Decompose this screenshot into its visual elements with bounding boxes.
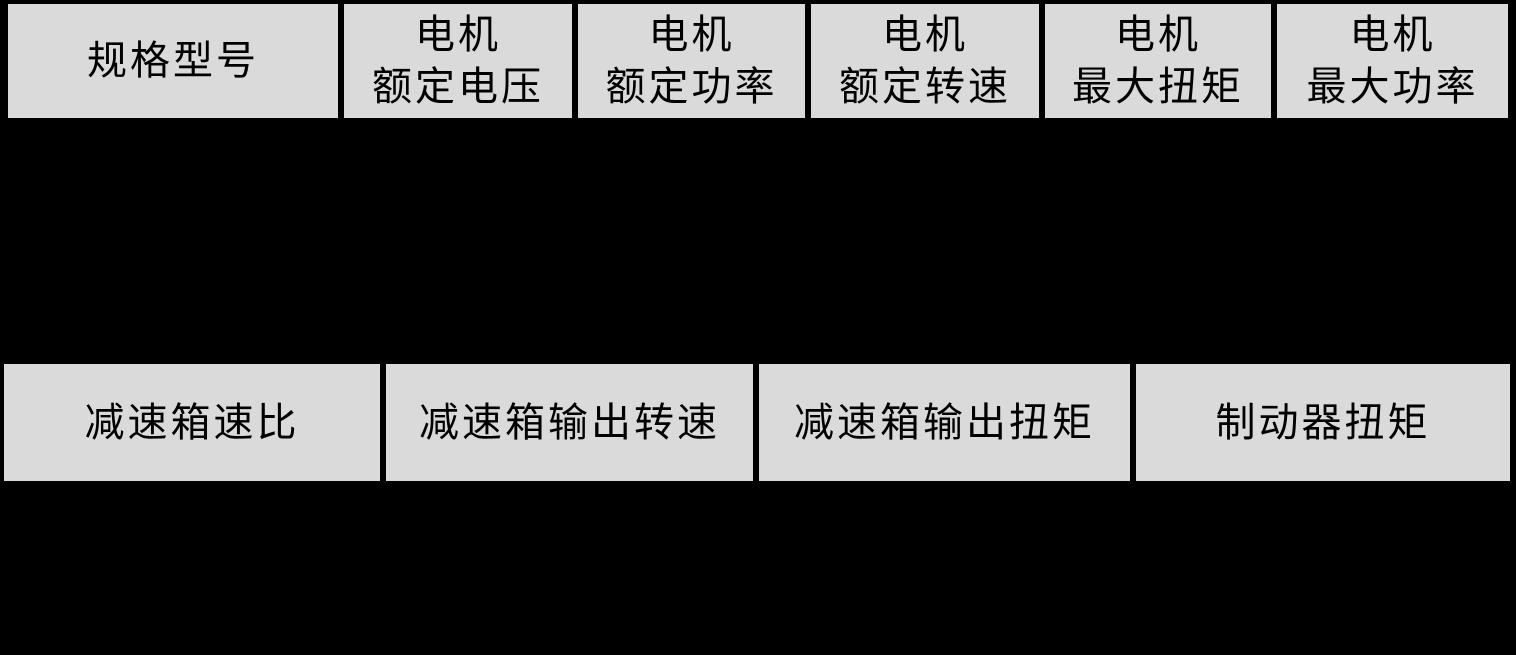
header-cell-spec-model: 规格型号: [8, 4, 338, 118]
blacked-out-data-region-lower: [0, 483, 1516, 655]
header-cell-gearbox-ratio: 减速箱速比: [4, 364, 380, 481]
header-cell-motor-rated-voltage: 电机 额定电压: [344, 4, 572, 118]
header-cell-brake-torque: 制动器扭矩: [1136, 364, 1510, 481]
header-cell-gearbox-output-speed: 减速箱输出转速: [386, 364, 753, 481]
header-cell-motor-rated-speed: 电机 额定转速: [811, 4, 1039, 118]
motor-spec-header-row: 规格型号 电机 额定电压 电机 额定功率 电机 额定转速 电机 最大扭矩 电机 …: [8, 4, 1508, 118]
header-cell-motor-max-power: 电机 最大功率: [1277, 4, 1508, 118]
header-cell-motor-rated-power: 电机 额定功率: [578, 4, 805, 118]
header-cell-gearbox-output-torque: 减速箱输出扭矩: [759, 364, 1130, 481]
blacked-out-data-region-upper: [0, 120, 1516, 362]
header-cell-motor-max-torque: 电机 最大扭矩: [1045, 4, 1271, 118]
gearbox-spec-header-row: 减速箱速比 减速箱输出转速 减速箱输出扭矩 制动器扭矩: [4, 364, 1510, 481]
